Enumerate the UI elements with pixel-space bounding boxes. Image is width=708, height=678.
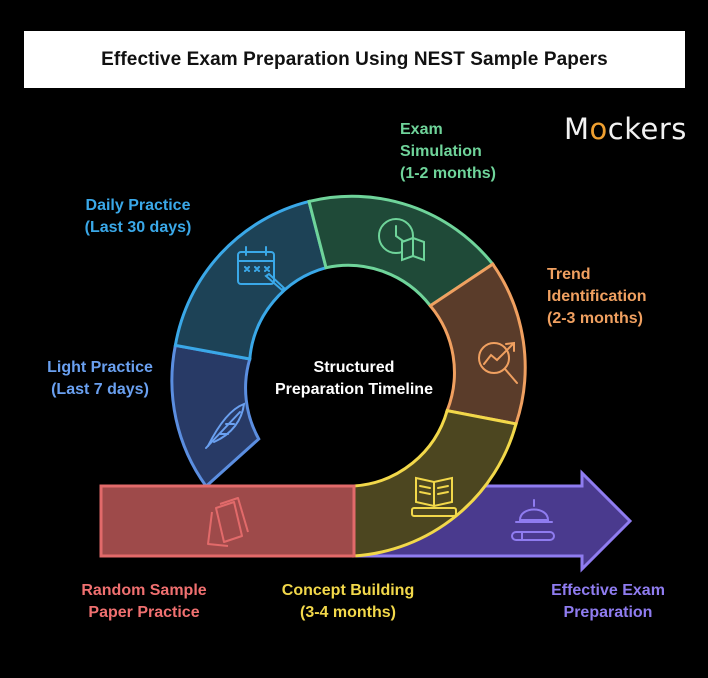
mockers-logo: Mockers (564, 112, 687, 146)
open-book-icon (411, 476, 457, 517)
logo-prefix: M (564, 112, 590, 146)
logo-suffix: ckers (607, 112, 687, 146)
effective-preparation-label: Effective Exam Preparation (551, 582, 665, 621)
daily-practice-label: Daily Practice (Last 30 days) (84, 197, 192, 236)
concept-building-label: Concept Building (3-4 months) (281, 582, 415, 621)
trend-magnifier-icon (478, 341, 518, 384)
page-title: Effective Exam Preparation Using NEST Sa… (101, 48, 608, 70)
exam-simulation-label: Exam Simulation (1-2 months) (400, 121, 496, 182)
random-practice-label: Random Sample Paper Practice (81, 582, 207, 621)
trend-identification-label: Trend Identification (2-3 months) (547, 266, 647, 327)
exam-simulation-segment (307, 194, 495, 308)
papers-icon (207, 497, 249, 547)
graduation-tools-icon (511, 499, 555, 541)
clock-book-icon (378, 218, 425, 262)
center-label: Structured Preparation Timeline (275, 359, 433, 398)
calendar-pencil-icon (237, 246, 286, 292)
title-bar: Effective Exam Preparation Using NEST Sa… (24, 31, 685, 88)
logo-o: o (589, 112, 608, 146)
feather-icon (205, 402, 246, 449)
light-practice-segment (170, 343, 261, 489)
light-practice-label: Light Practice (Last 7 days) (47, 359, 153, 398)
random-practice-bar (99, 484, 356, 558)
